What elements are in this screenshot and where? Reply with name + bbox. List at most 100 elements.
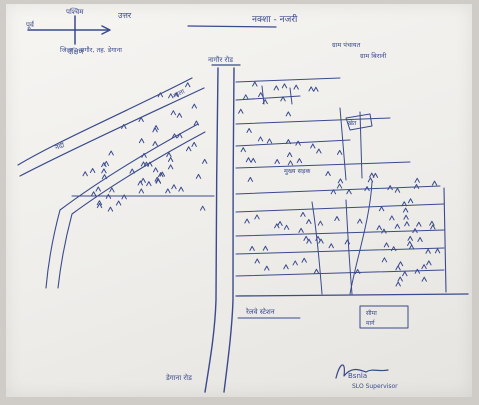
tree-icon — [165, 188, 171, 194]
road-bottom-label: डेगाना रोड — [165, 373, 192, 382]
signature-caption: SLO Supervisor — [352, 383, 398, 390]
tree-icon — [421, 276, 427, 282]
tree-icon — [273, 85, 280, 91]
tree-icon — [143, 161, 150, 167]
tree-icon — [285, 111, 292, 117]
tree-icon — [301, 257, 307, 263]
tree-icon — [254, 258, 260, 264]
tree-icon — [397, 261, 404, 267]
tree-icon — [140, 177, 146, 183]
tree-icon — [414, 177, 420, 183]
tree-icon — [313, 86, 319, 92]
tree-icon — [244, 218, 250, 224]
tree-icon — [170, 110, 177, 116]
tree-icon — [101, 162, 107, 168]
tree-icon — [274, 223, 280, 229]
tree-icon — [167, 164, 174, 170]
tree-icon — [252, 81, 258, 87]
tree-icon — [334, 216, 340, 222]
tree-icon — [306, 219, 312, 225]
tree-icon — [293, 84, 299, 90]
tree-icon — [109, 187, 115, 193]
tree-icon — [407, 198, 414, 204]
tree-icon — [344, 239, 351, 245]
tree-icon — [166, 152, 172, 158]
tree-icon — [137, 180, 144, 186]
tree-icon — [115, 200, 122, 206]
tree-icon — [157, 92, 164, 98]
tree-icon — [247, 176, 254, 182]
legend-box-sub: मार्ग — [366, 319, 376, 327]
tree-icon — [199, 205, 206, 211]
tree-icon — [246, 127, 252, 133]
tree-icon — [141, 152, 147, 158]
tree-icon — [337, 178, 344, 184]
tree-icon — [429, 220, 435, 226]
compass-left-label: पूर्व — [26, 20, 35, 29]
main-road — [204, 64, 241, 393]
tree-icon — [262, 245, 269, 251]
tree-icon — [107, 206, 114, 212]
tree-icon — [195, 173, 202, 179]
tree-icon — [168, 93, 174, 99]
tree-icon — [254, 214, 260, 220]
tree-icon — [336, 183, 343, 189]
tree-icon — [287, 160, 294, 166]
tree-icon — [426, 260, 432, 266]
tree-icon — [146, 181, 152, 187]
tree-icon — [89, 168, 96, 174]
tree-icon — [121, 194, 127, 200]
tree-icon — [178, 186, 184, 192]
tree-icon — [193, 120, 200, 126]
tree-icon — [387, 185, 393, 191]
subtitle-right-2: ग्राम बिरानी — [360, 52, 387, 60]
title-underline — [187, 25, 277, 28]
tree-icon — [357, 218, 363, 224]
tree-icon — [121, 123, 127, 129]
station-label: रेलवे स्टेशन — [246, 307, 275, 316]
field-lines — [235, 77, 469, 297]
tree-icon — [317, 220, 324, 226]
right-box-label: खेत — [348, 119, 357, 127]
drain-left — [45, 123, 206, 289]
tree-icon — [425, 248, 431, 254]
tree-icon — [416, 221, 422, 227]
tree-icon — [277, 220, 283, 226]
tree-icon — [249, 245, 255, 251]
tree-icon — [395, 281, 401, 287]
tree-icon — [369, 172, 375, 178]
tree-icon — [158, 172, 164, 178]
signature-text: Bsnla — [348, 372, 367, 380]
tree-icon — [404, 221, 410, 227]
tree-icon — [171, 133, 178, 139]
tree-icon — [96, 200, 103, 206]
tree-icon — [381, 228, 387, 234]
tree-icon — [414, 268, 421, 274]
tree-icon — [330, 189, 337, 195]
tree-icon — [417, 236, 423, 242]
tree-icon — [283, 264, 289, 270]
compass-top-label: पश्चिम — [66, 7, 84, 16]
tree-icon — [306, 238, 312, 244]
tree-icon — [300, 211, 306, 217]
tree-icon — [96, 203, 103, 209]
tree-icon — [173, 92, 179, 98]
tree-icon — [292, 260, 298, 266]
tree-icon — [243, 94, 249, 100]
tree-icon — [337, 149, 343, 155]
tree-icon — [394, 187, 401, 193]
tree-icon — [167, 156, 174, 162]
compass-bottom-label: दक्षिण — [68, 47, 85, 56]
tree-icon — [372, 172, 379, 178]
legend-box — [359, 305, 409, 329]
tree-icon — [313, 268, 320, 274]
tree-icon — [407, 240, 413, 246]
tree-icon — [354, 269, 361, 275]
middle-label: मुख्य सड़क — [284, 167, 311, 175]
tree-icon — [407, 235, 413, 241]
tree-icon — [413, 183, 420, 189]
tree-icon — [138, 138, 145, 144]
tree-icon — [402, 271, 408, 277]
tree-icon — [325, 171, 331, 177]
